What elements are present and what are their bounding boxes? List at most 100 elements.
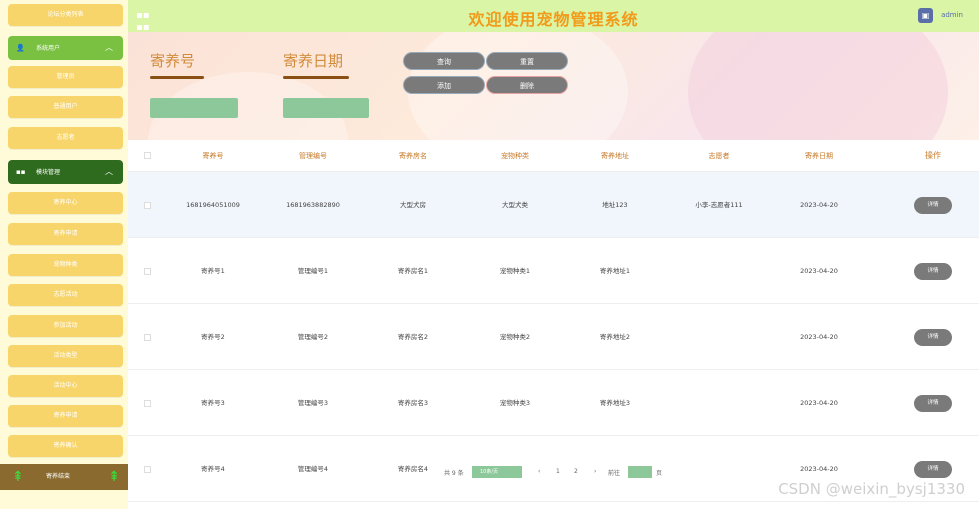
- sidebar-item-forum-category[interactable]: 论坛分类列表: [8, 4, 123, 26]
- sidebar-item-pet-type[interactable]: 宠物种类: [8, 254, 123, 276]
- column-header: 寄养房名: [399, 152, 427, 160]
- sidebar-item-foster-confirm[interactable]: 寄养确认: [8, 435, 123, 457]
- prev-page-button[interactable]: ‹: [538, 468, 541, 475]
- table-cell: 宠物种类2: [499, 333, 531, 341]
- sidebar-item-foster-end[interactable]: ⇞ 寄养结束 ⇞: [0, 464, 128, 490]
- table-row: 寄养号1 管理编号1 寄养房名1 宠物种类1 寄养地址1 2023-04-20 …: [128, 238, 979, 304]
- table-cell: 2023-04-20: [800, 399, 838, 407]
- sidebar-item-activity-type[interactable]: 活动类型: [8, 345, 123, 367]
- sidebar-group-module-management[interactable]: ▪▪模块管理 ︿: [8, 160, 123, 184]
- table-cell: 寄养房名1: [397, 267, 429, 275]
- delete-button[interactable]: 删除: [486, 76, 568, 94]
- table-cell: 2023-04-20: [800, 465, 838, 473]
- goto-label: 前往: [608, 470, 621, 477]
- sidebar: 论坛分类列表 👤系统用户 ︿ 管理员 普通用户 志愿者 ▪▪模块管理 ︿ 寄养中…: [0, 0, 128, 509]
- top-header: ▪▪▪▪ 欢迎使用宠物管理系统 ▣ admin: [128, 0, 979, 33]
- menu-grid-icon[interactable]: ▪▪▪▪: [136, 10, 150, 33]
- table-cell: 寄养房名2: [397, 333, 429, 341]
- row-checkbox[interactable]: [144, 268, 151, 275]
- table-row: 寄养号2 管理编号2 寄养房名2 宠物种类2 寄养地址2 2023-04-20 …: [128, 304, 979, 370]
- column-header: 操作: [925, 151, 941, 160]
- detail-button[interactable]: 详情: [914, 329, 952, 346]
- sidebar-item-volunteer[interactable]: 志愿者: [8, 127, 123, 149]
- table-row: 寄养号4 管理编号4 寄养房名4 2023-04-20 详情: [128, 436, 979, 502]
- table-header: 寄养号 管理编号 寄养房名 宠物种类 寄养地址 志愿者 寄养日期 操作: [128, 140, 979, 172]
- sidebar-item-foster-center[interactable]: 寄养中心: [8, 192, 123, 214]
- row-checkbox[interactable]: [144, 400, 151, 407]
- table-row: 1681964051009 1681963882890 大型犬房 大型犬类 地址…: [128, 172, 979, 238]
- tree-icon: ⇞: [108, 469, 120, 485]
- table-cell: 地址123: [602, 201, 628, 209]
- table-cell: 寄养号2: [201, 333, 225, 341]
- query-button[interactable]: 查询: [403, 52, 485, 70]
- table-cell: [674, 436, 764, 502]
- search-label-underline: [150, 76, 204, 79]
- table-cell: 寄养地址2: [599, 333, 631, 341]
- sidebar-item-join-activity[interactable]: 参加活动: [8, 315, 123, 337]
- table-cell: 寄养号3: [201, 399, 225, 407]
- table-cell: 2023-04-20: [800, 267, 838, 275]
- column-header: 寄养地址: [601, 152, 629, 160]
- search-label-underline: [283, 76, 349, 79]
- table-cell: [674, 238, 764, 304]
- table-cell: 寄养号1: [201, 267, 225, 275]
- column-header: 寄养日期: [805, 152, 833, 160]
- chevron-up-icon: ︿: [105, 43, 113, 52]
- goto-page-input[interactable]: [628, 466, 652, 478]
- page-number[interactable]: 1: [556, 468, 560, 475]
- table-cell: 宠物种类1: [499, 267, 531, 275]
- table-cell: 寄养地址1: [599, 267, 631, 275]
- sidebar-item-volunteer-activity[interactable]: 志愿活动: [8, 284, 123, 306]
- table-cell: 管理编号3: [297, 399, 329, 407]
- table-cell: 管理编号1: [297, 267, 329, 275]
- table-cell: 寄养房名3: [397, 399, 429, 407]
- table-cell: 1681964051009: [186, 201, 240, 209]
- detail-button[interactable]: 详情: [914, 263, 952, 280]
- select-all-checkbox[interactable]: [144, 152, 151, 159]
- foster-date-input[interactable]: [283, 98, 369, 118]
- sidebar-item-activity-center[interactable]: 活动中心: [8, 375, 123, 397]
- table-cell: 寄养地址3: [599, 399, 631, 407]
- username[interactable]: admin: [941, 11, 963, 19]
- table-cell: 大型犬房: [400, 201, 426, 209]
- grid-icon: ▪▪: [16, 168, 26, 176]
- table-cell: [674, 370, 764, 436]
- foster-no-input[interactable]: [150, 98, 238, 118]
- row-checkbox[interactable]: [144, 466, 151, 473]
- column-header: 寄养号: [202, 152, 224, 160]
- next-page-button[interactable]: ›: [594, 468, 597, 475]
- detail-button[interactable]: 详情: [914, 197, 952, 214]
- column-header: 管理编号: [299, 152, 327, 160]
- table-cell: 寄养房名4: [397, 465, 429, 473]
- table-row: 寄养号3 管理编号3 寄养房名3 宠物种类3 寄养地址3 2023-04-20 …: [128, 370, 979, 436]
- table-cell: 小李-志愿者111: [695, 201, 743, 209]
- column-header: 宠物种类: [501, 152, 529, 160]
- pagination-total: 共 9 条: [444, 470, 464, 477]
- avatar[interactable]: ▣: [918, 8, 933, 23]
- detail-button[interactable]: 详情: [914, 461, 952, 478]
- watermark: CSDN @weixin_bysj1330: [778, 480, 965, 498]
- page-suffix-label: 页: [656, 470, 663, 477]
- search-label-foster-date: 寄养日期: [283, 52, 344, 70]
- data-table: 寄养号 管理编号 寄养房名 宠物种类 寄养地址 志愿者 寄养日期 操作 1681…: [128, 140, 979, 509]
- page-number[interactable]: 2: [574, 468, 578, 475]
- page-size-select[interactable]: 10条/页: [472, 466, 522, 478]
- table-cell: 寄养号4: [201, 465, 225, 473]
- add-button[interactable]: 添加: [403, 76, 485, 94]
- row-checkbox[interactable]: [144, 334, 151, 341]
- row-checkbox[interactable]: [144, 202, 151, 209]
- column-header: 志愿者: [708, 152, 730, 160]
- table-cell: 管理编号4: [297, 465, 329, 473]
- table-cell: 管理编号2: [297, 333, 329, 341]
- sidebar-group-system-users[interactable]: 👤系统用户 ︿: [8, 36, 123, 60]
- sidebar-item-regular-user[interactable]: 普通用户: [8, 96, 123, 118]
- sidebar-item-foster-apply[interactable]: 寄养申请: [8, 223, 123, 245]
- table-cell: [674, 304, 764, 370]
- reset-button[interactable]: 重置: [486, 52, 568, 70]
- sidebar-item-admin[interactable]: 管理员: [8, 66, 123, 88]
- table-cell: 2023-04-20: [800, 201, 838, 209]
- detail-button[interactable]: 详情: [914, 395, 952, 412]
- chevron-up-icon: ︿: [105, 167, 113, 176]
- sidebar-item-foster-apply-2[interactable]: 寄养申请: [8, 405, 123, 427]
- decor-shape: [688, 32, 948, 140]
